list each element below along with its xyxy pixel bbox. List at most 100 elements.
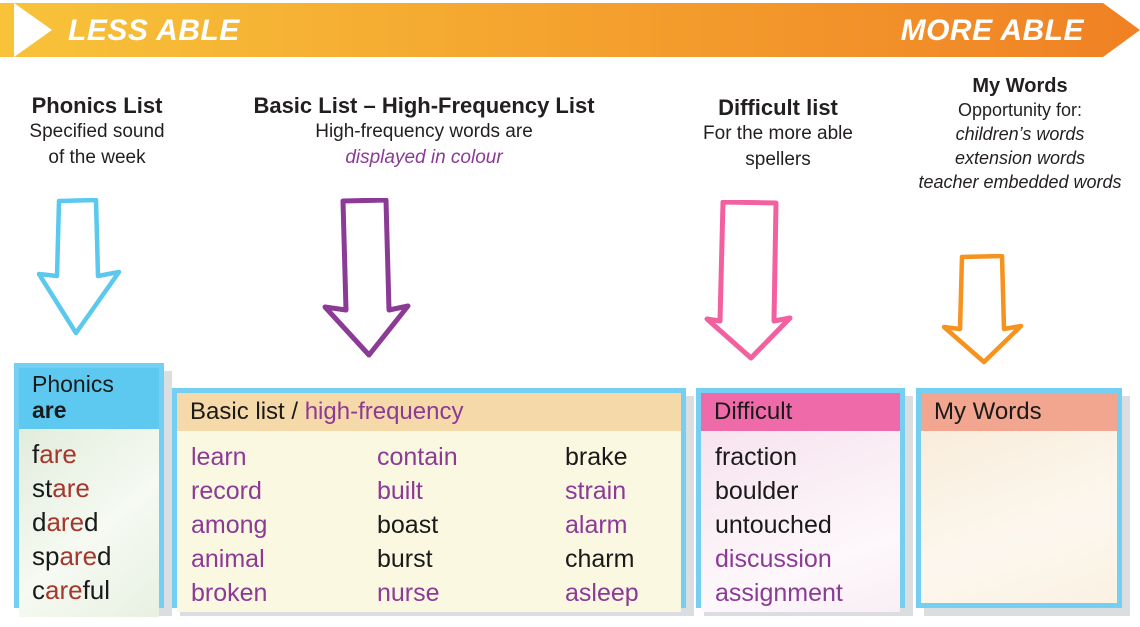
- word-segment: st: [32, 473, 53, 503]
- word: record: [191, 474, 377, 508]
- word-segment: strain: [565, 477, 627, 505]
- ability-banner: LESS ABLE MORE ABLE: [0, 3, 1140, 57]
- word: burst: [377, 542, 565, 576]
- phonics-subtitle-line: of the week: [48, 147, 146, 168]
- word-segment: d: [84, 507, 99, 537]
- basic-word-column: brake strain alarm charm asleep: [565, 440, 681, 612]
- word-segment: assignment: [715, 579, 843, 607]
- word-segment: boast: [377, 511, 439, 539]
- word-segment: d: [97, 541, 112, 571]
- word-segment: Basic list /: [190, 398, 305, 425]
- word-segment: broken: [191, 579, 268, 607]
- word-segment: burst: [377, 545, 433, 573]
- basic-accent-line: displayed in colour: [345, 147, 503, 168]
- mywords-title: My Words: [972, 75, 1068, 97]
- basic-word-columns: learn record among animal broken contain buil…: [177, 431, 681, 612]
- word-segment: asleep: [565, 579, 639, 607]
- word-segment: high-frequency: [304, 398, 464, 425]
- word-segment: c: [32, 575, 45, 605]
- word-segment: alarm: [565, 511, 628, 539]
- mywords-italic-line: teacher embedded words: [918, 172, 1122, 192]
- word: contain: [377, 440, 565, 474]
- word-segment: nurse: [377, 579, 440, 607]
- difficult-box-header: Difficult: [701, 393, 900, 431]
- word-segment: are: [45, 575, 83, 605]
- word: assignment: [715, 576, 900, 610]
- word: brake: [565, 440, 681, 474]
- mywords-subtitle-line: Opportunity for:: [957, 100, 1083, 120]
- basic-word-column: contain built boast burst nurse: [377, 440, 565, 612]
- word: boulder: [715, 474, 900, 508]
- word-segment: brake: [565, 443, 628, 471]
- word: among: [191, 508, 377, 542]
- word: learn: [191, 440, 377, 474]
- phonics-list-title: Phonics List: [31, 93, 163, 118]
- word: nurse: [377, 576, 565, 610]
- word-segment: learn: [191, 443, 247, 471]
- down-arrow-icon: [704, 200, 793, 361]
- word-segment: contain: [377, 443, 458, 471]
- word: boast: [377, 508, 565, 542]
- basic-box-header: Basic list / high-frequency: [177, 393, 681, 431]
- mywords-italic-line: extension words: [954, 148, 1086, 168]
- basic-column-head: Basic List – High-Frequency List High-fr…: [235, 92, 613, 171]
- word: charm: [565, 542, 681, 576]
- word: stare: [32, 471, 159, 505]
- mywords-empty-area: [921, 431, 1117, 603]
- difficult-word-list: fraction boulder untouched discussion assign…: [701, 431, 900, 612]
- phonics-column-head: Phonics List Specified sound of the week: [8, 92, 186, 171]
- word: fraction: [715, 440, 900, 474]
- word: untouched: [715, 508, 900, 542]
- word: broken: [191, 576, 377, 610]
- word: alarm: [565, 508, 681, 542]
- word-segment: ful: [82, 575, 111, 605]
- word-segment: untouched: [715, 511, 832, 539]
- word: animal: [191, 542, 377, 576]
- down-arrow-icon: [36, 198, 122, 336]
- word: strain: [565, 474, 681, 508]
- more-able-label: MORE ABLE: [900, 14, 1084, 47]
- phonics-box-header: Phonics are: [19, 368, 159, 429]
- down-arrow-icon: [322, 198, 411, 358]
- word-segment: are: [52, 473, 90, 503]
- phonics-subtitle-line: Specified sound: [29, 121, 165, 142]
- word-segment: f: [32, 439, 40, 469]
- word-segment: charm: [565, 545, 635, 573]
- difficult-subtitle-line: spellers: [745, 149, 811, 170]
- less-able-label: LESS ABLE: [68, 14, 240, 47]
- word-segment: animal: [191, 545, 265, 573]
- word-segment: among: [191, 511, 268, 539]
- banner-right-arrow-shape: [0, 3, 1140, 57]
- word: fare: [32, 437, 159, 471]
- mywords-box-header: My Words: [921, 393, 1117, 431]
- word: built: [377, 474, 565, 508]
- word: careful: [32, 573, 159, 607]
- basic-word-column: learn record among animal broken: [191, 440, 377, 612]
- difficult-column-head: Difficult list For the more able speller…: [682, 94, 874, 173]
- word-segment: boulder: [715, 477, 799, 505]
- mywords-italic-line: children’s words: [955, 124, 1085, 144]
- word-segment: are: [46, 507, 85, 537]
- word-segment: d: [32, 507, 47, 537]
- word-segment: fraction: [715, 443, 797, 471]
- difficult-subtitle-line: For the more able: [703, 123, 853, 144]
- banner-arrow-graphic: [0, 3, 1140, 57]
- word-segment: are: [39, 439, 77, 469]
- word: discussion: [715, 542, 900, 576]
- phonics-box-header-line: Phonics: [32, 371, 114, 397]
- basic-words-box: Basic list / high-frequency learn record a…: [172, 388, 686, 612]
- word-segment: are: [59, 541, 98, 571]
- word-segment: record: [191, 477, 262, 505]
- difficult-words-box: Difficult fraction boulder untouched discus…: [696, 388, 905, 612]
- word: asleep: [565, 576, 681, 610]
- word: dared: [32, 505, 159, 539]
- mywords-column-head: My Words Opportunity for: children’s wor…: [900, 74, 1140, 194]
- word-segment: built: [377, 477, 423, 505]
- word-segment: sp: [32, 541, 60, 571]
- word: spared: [32, 539, 159, 573]
- banner-left-chevron: [14, 3, 52, 57]
- difficult-list-title: Difficult list: [718, 95, 838, 120]
- mywords-box: My Words: [916, 388, 1122, 608]
